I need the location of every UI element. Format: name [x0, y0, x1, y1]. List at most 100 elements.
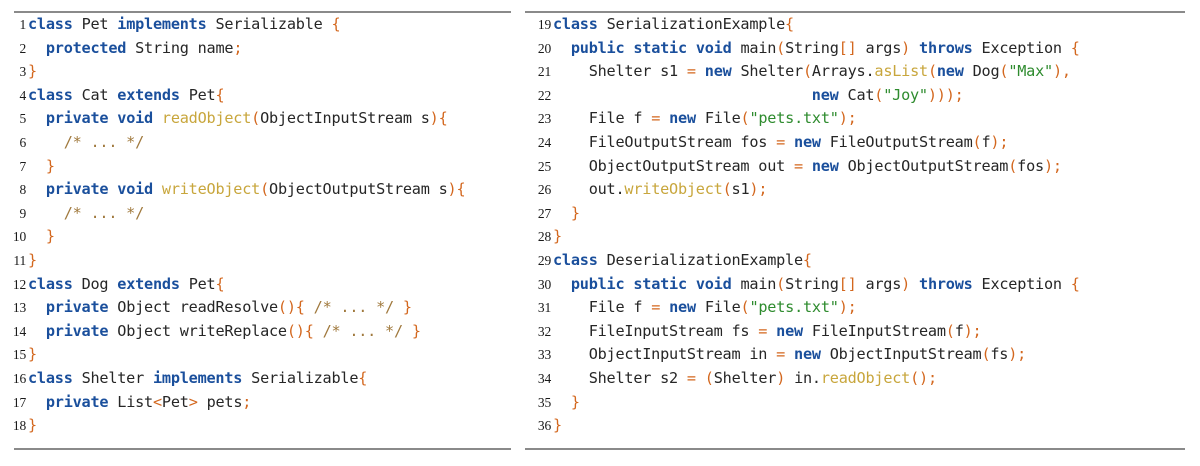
code-text: Shelter s1 = new Shelter(Arrays.asList(n… — [588, 62, 1071, 81]
line-number: 36 — [537, 418, 551, 434]
code-line: 34 Shelter s2 = (Shelter) in.readObject(… — [520, 367, 1200, 391]
code-text: private Object readResolve(){ /* ... */ … — [45, 298, 412, 317]
horizontal-rule-bottom-right — [525, 448, 1185, 450]
code-text: ObjectInputStream in = new ObjectInputSt… — [588, 345, 1027, 364]
code-line: 28} — [520, 225, 1200, 249]
line-number: 19 — [537, 17, 551, 32]
line-number: 35 — [537, 394, 551, 410]
code-line: 14 private Object writeReplace(){ /* ...… — [0, 320, 520, 344]
code-text: } — [570, 392, 580, 411]
line-number: 17 — [12, 394, 26, 410]
line-number: 7 — [19, 158, 26, 174]
code-line: 35 } — [520, 391, 1200, 415]
line-number: 34 — [537, 370, 551, 386]
code-text: Shelter s2 = (Shelter) in.readObject(); — [588, 368, 937, 387]
code-line: 15} — [0, 343, 520, 367]
code-text: } — [28, 345, 37, 364]
code-text: private void writeObject(ObjectOutputStr… — [45, 180, 466, 199]
code-line: 26 out.writeObject(s1); — [520, 178, 1200, 202]
line-number: 2 — [19, 40, 26, 56]
code-line: 17 private List<Pet> pets; — [0, 391, 520, 415]
line-number: 5 — [19, 111, 26, 127]
line-number: 13 — [12, 300, 26, 316]
code-line: 36} — [520, 414, 1200, 438]
code-text: ObjectOutputStream out = new ObjectOutpu… — [588, 156, 1062, 175]
code-text: } — [45, 156, 55, 175]
code-line: 2 protected String name; — [0, 37, 520, 61]
code-text: new Cat("Joy"))); — [811, 85, 964, 104]
code-text: File f = new File("pets.txt"); — [588, 298, 857, 317]
line-number: 26 — [537, 182, 551, 198]
line-number: 14 — [12, 323, 26, 339]
code-line: 5 private void readObject(ObjectInputStr… — [0, 107, 520, 131]
code-line: 8 private void writeObject(ObjectOutputS… — [0, 178, 520, 202]
line-number: 4 — [19, 87, 26, 103]
code-line: 30 public static void main(String[] args… — [520, 273, 1200, 297]
line-number: 11 — [13, 252, 26, 268]
line-number: 10 — [12, 229, 26, 245]
code-line: 21 Shelter s1 = new Shelter(Arrays.asLis… — [520, 60, 1200, 84]
line-number: 6 — [19, 134, 26, 150]
line-number: 25 — [537, 158, 551, 174]
code-line: 13 private Object readResolve(){ /* ... … — [0, 296, 520, 320]
code-text: FileInputStream fs = new FileInputStream… — [588, 321, 982, 340]
code-text: public static void main(String[] args) t… — [570, 274, 1080, 293]
code-line: 33 ObjectInputStream in = new ObjectInpu… — [520, 343, 1200, 367]
horizontal-rule-top-right — [525, 11, 1185, 13]
line-number: 3 — [19, 64, 26, 80]
code-text: FileOutputStream fos = new FileOutputStr… — [588, 132, 1009, 151]
horizontal-rule-top-left — [14, 11, 511, 13]
code-text: } — [553, 416, 562, 435]
code-line: 32 FileInputStream fs = new FileInputStr… — [520, 320, 1200, 344]
code-text: protected String name; — [45, 38, 243, 57]
code-text: /* ... */ — [63, 203, 145, 222]
code-line: 10 } — [0, 225, 520, 249]
code-text: } — [28, 250, 37, 269]
code-text: } — [570, 203, 580, 222]
line-number: 1 — [19, 17, 26, 32]
code-text: } — [28, 62, 37, 81]
code-line: 25 ObjectOutputStream out = new ObjectOu… — [520, 155, 1200, 179]
code-line: 22 new Cat("Joy"))); — [520, 84, 1200, 108]
code-line: 6 /* ... */ — [0, 131, 520, 155]
code-line: 31 File f = new File("pets.txt"); — [520, 296, 1200, 320]
code-text: } — [28, 416, 37, 435]
code-text: out.writeObject(s1); — [588, 180, 768, 199]
line-number: 18 — [12, 418, 26, 434]
code-line: 11} — [0, 249, 520, 273]
code-line: 24 FileOutputStream fos = new FileOutput… — [520, 131, 1200, 155]
horizontal-rule-bottom-left — [14, 448, 511, 450]
code-text: } — [553, 227, 562, 246]
code-text: private void readObject(ObjectInputStrea… — [45, 109, 448, 128]
code-line: 23 File f = new File("pets.txt"); — [520, 107, 1200, 131]
code-text: class Dog extends Pet{ — [28, 274, 225, 293]
code-text: /* ... */ — [63, 132, 145, 151]
line-number: 21 — [537, 64, 551, 80]
code-line: 3} — [0, 60, 520, 84]
line-number: 27 — [537, 205, 551, 221]
code-text: File f = new File("pets.txt"); — [588, 109, 857, 128]
code-text: } — [45, 227, 55, 246]
line-number: 30 — [537, 276, 551, 292]
line-number: 12 — [12, 276, 26, 292]
code-text: private List<Pet> pets; — [45, 392, 252, 411]
line-number: 28 — [537, 229, 551, 245]
code-text: class Pet implements Serializable { — [28, 15, 341, 33]
line-number: 16 — [12, 370, 26, 386]
line-number: 24 — [537, 134, 551, 150]
line-number: 32 — [537, 323, 551, 339]
line-number: 22 — [537, 87, 551, 103]
code-text: private Object writeReplace(){ /* ... */… — [45, 321, 421, 340]
code-text: public static void main(String[] args) t… — [570, 38, 1080, 57]
line-number: 20 — [537, 40, 551, 56]
